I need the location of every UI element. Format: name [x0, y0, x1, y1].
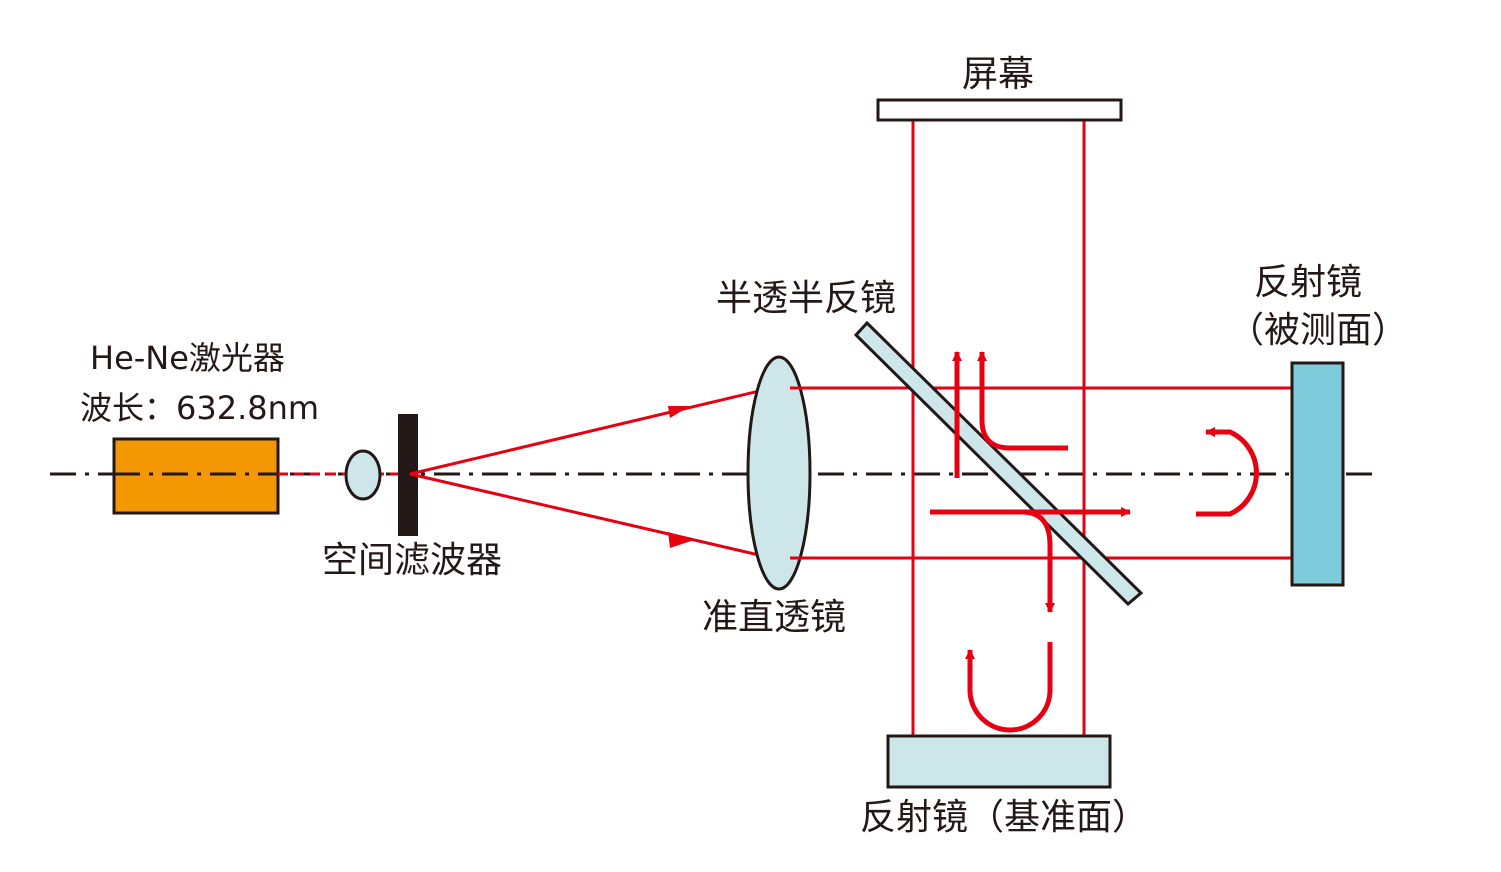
- ray-direction-arrow: [668, 406, 690, 418]
- test-mirror-sublabel: （被测面）: [1228, 310, 1409, 351]
- spatial-filter-lens: [344, 449, 382, 501]
- test-mirror-label: 反射镜: [1254, 262, 1363, 303]
- ray-direction-arrow: [668, 532, 694, 548]
- reference-mirror-label: 反射镜（基准面）: [860, 797, 1149, 838]
- collimating-lens-label: 准直透镜: [702, 597, 847, 638]
- test-mirror-return-arrow: [1196, 427, 1259, 517]
- laser-name-label: He-Ne激光器: [90, 339, 285, 377]
- beam-splitter: [853, 320, 1144, 607]
- laser-body: [112, 437, 280, 515]
- test-mirror: [1290, 361, 1345, 587]
- screen: [876, 98, 1123, 122]
- screen-label: 屏幕: [962, 54, 1035, 95]
- reference-mirror: [886, 734, 1112, 789]
- beam-turn-down-arrow: [1021, 509, 1055, 613]
- beam-splitter-label: 半透半反镜: [716, 278, 897, 319]
- spatial-filter-label: 空间滤波器: [322, 540, 503, 581]
- beam-turn-up-arrow: [977, 351, 1068, 451]
- reference-mirror-return-arrow: [965, 642, 1053, 733]
- laser-wavelength-label: 波长：632.8nm: [80, 389, 320, 427]
- spatial-filter-pinhole: [398, 414, 418, 536]
- collimating-lens: [746, 355, 812, 591]
- diverging-ray-upper: [409, 386, 773, 476]
- diverging-ray-lower: [409, 472, 773, 560]
